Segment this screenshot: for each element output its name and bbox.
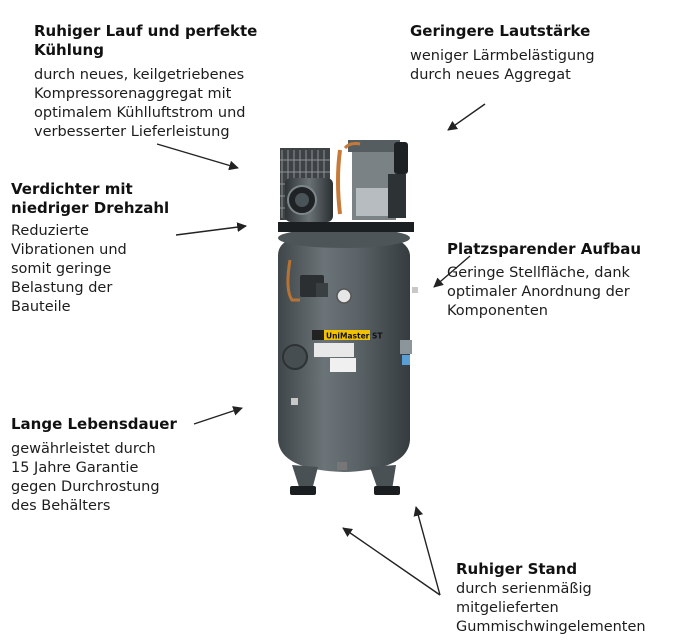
feature-title: Lange Lebensdauer	[11, 415, 177, 433]
feature-line: gewährleistet durch	[11, 441, 156, 457]
feature-quiet-cooling: Ruhiger Lauf und perfekte Kühlung durch …	[34, 22, 284, 142]
arrow-space	[433, 255, 471, 288]
feature-line: somit geringe	[11, 261, 112, 277]
compressor-unit	[278, 140, 414, 232]
feature-line: optimalem Kühlluftstrom und	[34, 105, 246, 121]
feature-stable-stand: Ruhiger Stand durch serienmäßig mitgelie…	[456, 560, 686, 637]
feature-line: 15 Jahre Garantie	[11, 460, 139, 476]
feature-title: Ruhiger Lauf und perfekte Kühlung	[34, 22, 258, 59]
arrow-stand-right	[413, 506, 441, 596]
arrow-long-life	[193, 406, 243, 425]
pointer-arrows	[156, 103, 486, 596]
feature-title-line: niedriger Drehzahl	[11, 199, 170, 217]
feature-line: gegen Durchrostung	[11, 479, 160, 495]
feature-line: optimaler Anordnung der	[447, 284, 630, 300]
feature-line: Belastung der	[11, 280, 113, 296]
feature-line: Gummischwingelementen	[456, 619, 646, 635]
feature-line: durch neues Aggregat	[410, 67, 571, 83]
product-brand-label: UniMaster ST	[326, 332, 383, 341]
feature-space-saving: Platzsparender Aufbau Geringe Stellfläch…	[447, 240, 683, 321]
feature-title-line: Verdichter mit	[11, 180, 133, 198]
feature-line: Komponenten	[447, 303, 548, 319]
arrow-cooling	[156, 143, 239, 171]
pressure-switch	[286, 259, 352, 304]
feature-line: Reduzierte	[11, 223, 89, 239]
feature-long-life: Lange Lebensdauer gewährleistet durch 15…	[11, 415, 211, 516]
feature-line: mitgelieferten	[456, 600, 559, 616]
feature-line: des Behälters	[11, 498, 111, 514]
feature-line: Kompressorenaggregat mit	[34, 86, 232, 102]
feature-line: durch serienmäßig	[456, 581, 592, 597]
feature-line: verbesserter Lieferleistung	[34, 124, 230, 140]
feature-low-rpm: Verdichter mit niedriger Drehzahl Reduzi…	[11, 180, 191, 317]
arrow-volume	[447, 103, 486, 131]
feature-line: Bauteile	[11, 299, 71, 315]
feature-line: Geringe Stellfläche, dank	[447, 265, 630, 281]
feature-title: Platzsparender Aufbau	[447, 240, 642, 258]
feature-title: Geringere Lautstärke	[410, 22, 591, 40]
product-label: UniMaster ST	[312, 330, 383, 372]
feature-line: Vibrationen und	[11, 242, 127, 258]
feature-line: weniger Lärmbelästigung	[410, 48, 595, 64]
feature-title: Ruhiger Stand	[456, 560, 578, 578]
arrow-stand-left	[342, 527, 441, 596]
feature-title: Verdichter mit niedriger Drehzahl	[11, 180, 191, 218]
feature-lower-volume: Geringere Lautstärke weniger Lärmbelästi…	[410, 22, 670, 85]
feature-line: durch neues, keilgetriebenes	[34, 67, 245, 83]
arrow-low-rpm	[175, 222, 247, 236]
